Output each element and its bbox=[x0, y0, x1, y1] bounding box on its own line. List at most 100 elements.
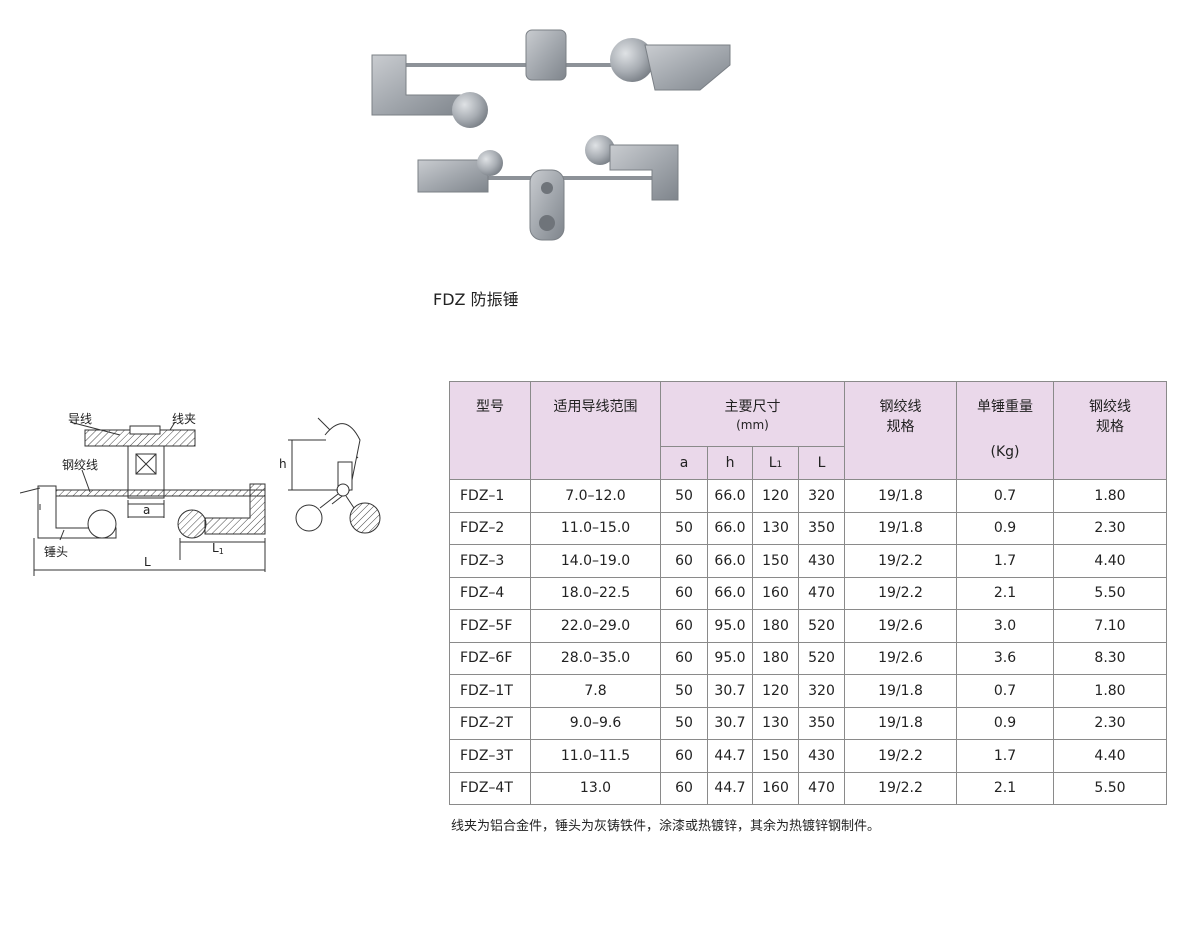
weight-cell: 0.7 bbox=[956, 479, 1054, 513]
model-cell: FDZ–1T bbox=[449, 674, 531, 708]
weight-cell: 0.9 bbox=[956, 706, 1054, 740]
l1-cell: 120 bbox=[752, 674, 799, 708]
last-cell: 1.80 bbox=[1053, 479, 1167, 513]
dim-L1: L1 bbox=[212, 541, 224, 556]
weight-cell: 0.7 bbox=[956, 674, 1054, 708]
weight-cell: 3.0 bbox=[956, 609, 1054, 643]
last-cell: 7.10 bbox=[1053, 609, 1167, 643]
weight-cell: 3.6 bbox=[956, 641, 1054, 675]
l-cell: 520 bbox=[798, 641, 845, 675]
a-cell: 50 bbox=[660, 706, 708, 740]
label-hammer: 锤头 bbox=[44, 544, 68, 559]
l1-cell: 160 bbox=[752, 771, 799, 805]
header-strand-spec: 钢绞线 规格 bbox=[844, 381, 957, 480]
model-cell: FDZ–4 bbox=[449, 576, 531, 610]
l1-cell: 150 bbox=[752, 544, 799, 578]
spec-cell: 19/2.2 bbox=[844, 771, 957, 805]
a-cell: 50 bbox=[660, 674, 708, 708]
label-clamp: 线夹 bbox=[172, 412, 196, 426]
spec-cell: 19/1.8 bbox=[844, 479, 957, 513]
header-weight: 单锤重量 (Kg) bbox=[956, 381, 1054, 480]
technical-drawing: 导线 线夹 钢绞线 锤头 a h L L1 bbox=[20, 412, 381, 576]
upper-hammer bbox=[371, 29, 731, 128]
h-cell: 44.7 bbox=[707, 739, 753, 773]
spec-cell: 19/1.8 bbox=[844, 674, 957, 708]
weight-cell: 0.9 bbox=[956, 511, 1054, 545]
h-cell: 66.0 bbox=[707, 479, 753, 513]
range-cell: 11.0–11.5 bbox=[530, 739, 661, 773]
end-view bbox=[288, 417, 381, 534]
last-cell: 1.80 bbox=[1053, 674, 1167, 708]
spec-cell: 19/2.6 bbox=[844, 641, 957, 675]
range-cell: 18.0–22.5 bbox=[530, 576, 661, 610]
h-cell: 44.7 bbox=[707, 771, 753, 805]
label-strand: 钢绞线 bbox=[62, 457, 98, 472]
model-cell: FDZ–1 bbox=[449, 479, 531, 513]
lower-hammer bbox=[417, 135, 679, 241]
a-cell: 60 bbox=[660, 771, 708, 805]
spec-cell: 19/2.2 bbox=[844, 544, 957, 578]
spec-table: 型号 适用导线范围 主要尺寸 (mm) 钢绞线 规格 单锤重量 (Kg) 钢绞线… bbox=[449, 381, 1167, 805]
l1-cell: 120 bbox=[752, 479, 799, 513]
l-cell: 320 bbox=[798, 479, 845, 513]
subheader-L: L bbox=[798, 446, 845, 480]
side-view bbox=[20, 421, 266, 576]
a-cell: 50 bbox=[660, 511, 708, 545]
header-dims: 主要尺寸 (mm) bbox=[660, 381, 845, 447]
h-cell: 95.0 bbox=[707, 641, 753, 675]
a-cell: 60 bbox=[660, 641, 708, 675]
label-wire: 导线 bbox=[68, 412, 92, 426]
l-cell: 350 bbox=[798, 511, 845, 545]
a-cell: 60 bbox=[660, 576, 708, 610]
l-cell: 350 bbox=[798, 706, 845, 740]
h-cell: 95.0 bbox=[707, 609, 753, 643]
last-cell: 2.30 bbox=[1053, 706, 1167, 740]
range-cell: 11.0–15.0 bbox=[530, 511, 661, 545]
product-photo bbox=[371, 29, 731, 241]
header-model: 型号 bbox=[449, 381, 531, 480]
range-cell: 22.0–29.0 bbox=[530, 609, 661, 643]
spec-cell: 19/2.2 bbox=[844, 576, 957, 610]
product-caption: FDZ 防振锤 bbox=[433, 290, 519, 309]
model-cell: FDZ–2T bbox=[449, 706, 531, 740]
l-cell: 470 bbox=[798, 771, 845, 805]
header-dims-unit: (mm) bbox=[736, 418, 769, 432]
range-cell: 9.0–9.6 bbox=[530, 706, 661, 740]
a-cell: 60 bbox=[660, 739, 708, 773]
subheader-h: h bbox=[707, 446, 753, 480]
last-cell: 8.30 bbox=[1053, 641, 1167, 675]
range-cell: 28.0–35.0 bbox=[530, 641, 661, 675]
last-cell: 4.40 bbox=[1053, 544, 1167, 578]
dim-h: h bbox=[279, 457, 287, 471]
l-cell: 430 bbox=[798, 739, 845, 773]
weight-cell: 1.7 bbox=[956, 544, 1054, 578]
l1-cell: 130 bbox=[752, 706, 799, 740]
l1-cell: 160 bbox=[752, 576, 799, 610]
last-cell: 2.30 bbox=[1053, 511, 1167, 545]
h-cell: 66.0 bbox=[707, 544, 753, 578]
footnote: 线夹为铝合金件，锤头为灰铸铁件，涂漆或热镀锌，其余为热镀锌钢制件。 bbox=[451, 819, 881, 834]
l1-cell: 180 bbox=[752, 609, 799, 643]
a-cell: 60 bbox=[660, 609, 708, 643]
header-dims-title: 主要尺寸 bbox=[724, 399, 781, 415]
dim-a: a bbox=[143, 503, 150, 517]
header-range: 适用导线范围 bbox=[530, 381, 661, 480]
model-cell: FDZ–3 bbox=[449, 544, 531, 578]
model-cell: FDZ–2 bbox=[449, 511, 531, 545]
l-cell: 520 bbox=[798, 609, 845, 643]
spec-cell: 19/1.8 bbox=[844, 706, 957, 740]
spec-cell: 19/2.2 bbox=[844, 739, 957, 773]
l1-cell: 130 bbox=[752, 511, 799, 545]
model-cell: FDZ–4T bbox=[449, 771, 531, 805]
